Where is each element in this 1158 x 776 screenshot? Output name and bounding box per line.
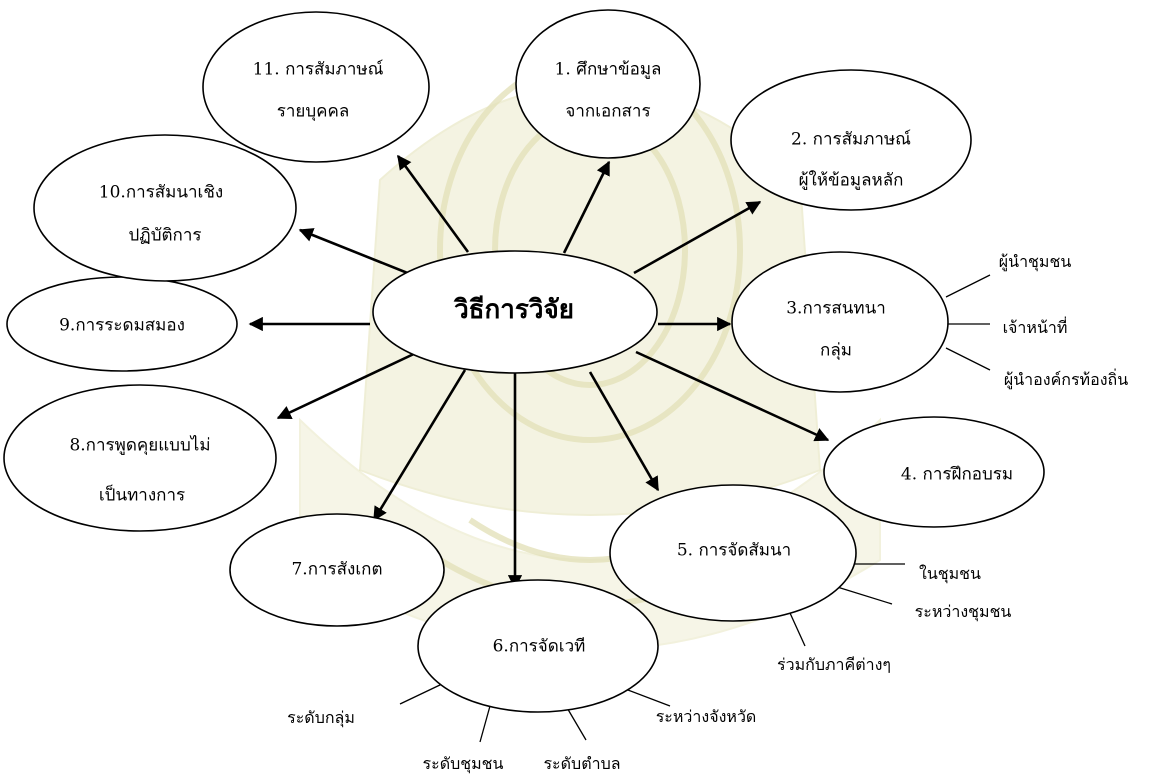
- node-m8: [3, 384, 277, 532]
- m8-label-line2: เป็นทางการ: [98, 485, 186, 506]
- node-m1: [515, 9, 701, 159]
- m3-sub-officials: เจ้าหน้าที่: [1002, 318, 1068, 337]
- arrow-to-m1: [562, 160, 611, 254]
- node-m3: [731, 251, 949, 393]
- arrow-to-m7: [372, 369, 467, 522]
- m5-label: 5. การจัดสัมนา: [676, 540, 792, 561]
- m11-label-line1: 11. การสัมภาษณ์: [252, 59, 384, 80]
- leader-line-group-level: [399, 683, 443, 705]
- node-center: [372, 250, 658, 374]
- m2-label-line1: 2. การสัมภาษณ์: [791, 129, 911, 150]
- m5-sub-with-partners: ร่วมกับภาคีต่างๆ: [777, 655, 891, 674]
- m6-sub-community-level: ระดับชุมชน: [422, 754, 504, 773]
- m3-label-line1: 3.การสนทนา: [786, 298, 886, 319]
- m6-sub-group-level: ระดับกลุ่ม: [287, 708, 355, 727]
- m6-label: 6.การจัดเวที: [492, 636, 586, 657]
- leader-line-local-org-leaders: [945, 347, 991, 371]
- center-label: วิธีการวิจัย: [454, 295, 574, 325]
- node-m7: [229, 513, 445, 627]
- leader-line-community-level: [479, 705, 491, 743]
- m1-label-line2: จากเอกสาร: [565, 101, 651, 122]
- m10-label-line1: 10.การสัมนาเชิง: [98, 182, 224, 203]
- leader-line-community-leaders: [945, 274, 991, 298]
- m1-label-line1: 1. ศึกษาข้อมูล: [554, 59, 662, 80]
- m8-label-line1: 8.การพูดคุยแบบไม่: [69, 435, 211, 456]
- m10-label-line2: ปฏิบัติการ: [128, 225, 202, 246]
- m6-sub-between-provinces: ระหว่างจังหวัด: [655, 707, 757, 726]
- m2-label-line2: ผู้ให้ข้อมูลหลัก: [798, 170, 904, 191]
- node-m10: [33, 134, 297, 282]
- m4-label: 4. การฝึกอบรม: [900, 464, 1014, 485]
- node-m5: [609, 484, 857, 622]
- m6-sub-subdistrict-level: ระดับตำบล: [543, 754, 621, 773]
- m11-label-line2: รายบุคคล: [276, 101, 350, 122]
- m5-sub-in-community: ในชุมชน: [919, 564, 981, 583]
- arrow-to-m11: [396, 154, 470, 253]
- m7-label: 7.การสังเกต: [291, 559, 383, 580]
- arrow-to-m2: [633, 200, 762, 275]
- node-m2: [730, 69, 972, 211]
- m9-label: 9.การระดมสมอง: [59, 315, 185, 336]
- leader-line-subdistrict-level: [565, 705, 587, 741]
- m3-label-line2: กลุ่ม: [820, 340, 852, 361]
- node-m11: [202, 11, 430, 163]
- m3-sub-local-org-leaders: ผู้นำองค์กรท้องถิ่น: [1003, 370, 1129, 389]
- m3-sub-community-leaders: ผู้นำชุมชน: [998, 252, 1072, 271]
- arrow-to-m5: [588, 371, 660, 492]
- leader-line-between-communities: [833, 585, 893, 605]
- arrow-to-m4: [635, 350, 830, 442]
- node-m4: [823, 416, 1045, 528]
- node-m6: [417, 579, 659, 713]
- arrow-to-m10: [298, 228, 416, 278]
- m5-sub-between-communities: ระหว่างชุมชน: [914, 602, 1012, 621]
- arrow-to-m8: [276, 350, 419, 420]
